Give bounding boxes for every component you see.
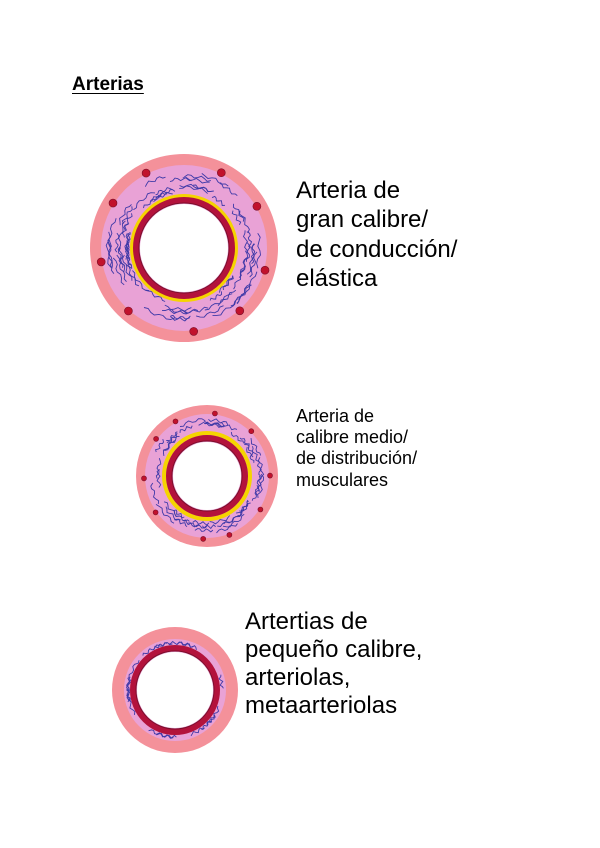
vasa-vasorum-vessel xyxy=(236,307,244,315)
label-line: elástica xyxy=(296,264,457,293)
vasa-vasorum-vessel xyxy=(142,476,147,481)
small-artery-cross-section xyxy=(110,626,240,756)
vasa-vasorum-vessel xyxy=(190,327,198,335)
vasa-vasorum-vessel xyxy=(258,507,263,512)
label-line: pequeño calibre, xyxy=(245,636,422,664)
label-line: musculares xyxy=(296,470,417,491)
label-line: de distribución/ xyxy=(296,448,417,469)
vasa-vasorum-vessel xyxy=(97,258,105,266)
vasa-vasorum-vessel xyxy=(142,169,150,177)
vasa-vasorum-vessel xyxy=(109,199,117,207)
large-artery-label: Arteria de gran calibre/ de conducción/ … xyxy=(296,176,457,293)
vasa-vasorum-vessel xyxy=(201,536,206,541)
vasa-vasorum-vessel xyxy=(253,202,261,210)
label-line: calibre medio/ xyxy=(296,427,417,448)
vasa-vasorum-vessel xyxy=(173,419,178,424)
label-line: Arteria de xyxy=(296,406,417,427)
label-line: Arteria de xyxy=(296,176,457,205)
lumen xyxy=(173,442,241,510)
vasa-vasorum-vessel xyxy=(268,473,273,478)
label-line: Artertias de xyxy=(245,608,422,636)
vasa-vasorum-vessel xyxy=(154,436,159,441)
vasa-vasorum-vessel xyxy=(153,510,158,515)
vasa-vasorum-vessel xyxy=(124,307,132,315)
label-line: gran calibre/ xyxy=(296,205,457,234)
vasa-vasorum-vessel xyxy=(227,532,232,537)
lumen xyxy=(137,652,213,728)
page-title: Arterias xyxy=(72,74,144,96)
medium-artery-diagram xyxy=(132,402,282,552)
vasa-vasorum-vessel xyxy=(217,169,225,177)
small-artery-label: Artertias de pequeño calibre, arteriolas… xyxy=(245,608,422,720)
label-line: arteriolas, xyxy=(245,664,422,692)
small-artery-diagram xyxy=(110,626,240,756)
vasa-vasorum-vessel xyxy=(249,429,254,434)
medium-artery-cross-section xyxy=(132,402,282,552)
lumen xyxy=(140,204,228,292)
vasa-vasorum-vessel xyxy=(261,266,269,274)
large-artery-diagram xyxy=(84,150,284,350)
large-artery-cross-section xyxy=(84,150,284,350)
medium-artery-label: Arteria de calibre medio/ de distribució… xyxy=(296,406,417,491)
label-line: metaarteriolas xyxy=(245,692,422,720)
label-line: de conducción/ xyxy=(296,235,457,264)
vasa-vasorum-vessel xyxy=(212,411,217,416)
